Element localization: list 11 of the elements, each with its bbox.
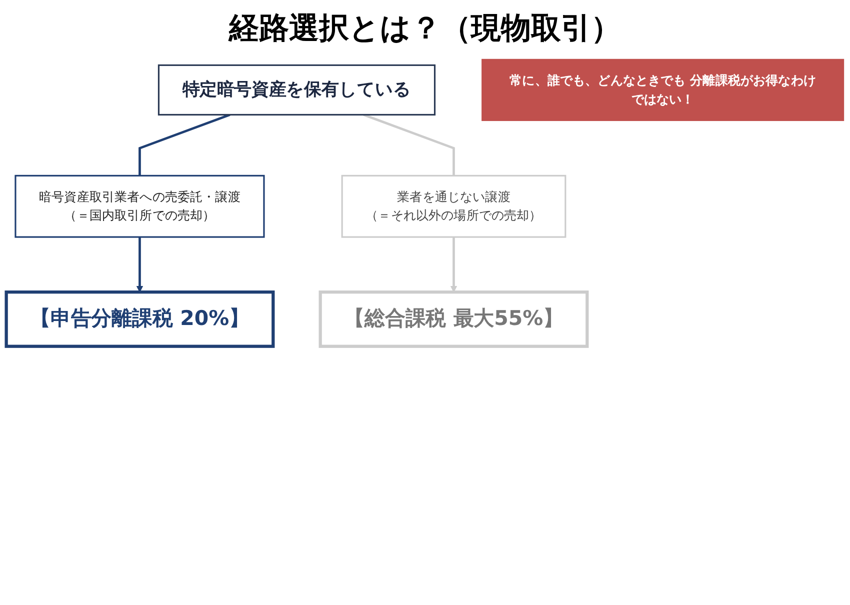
node-box: 特定暗号資産を保有している [158,64,436,116]
arrow [450,237,458,292]
node-box: 業者を通じない譲渡 （＝それ以外の場所での売却） [341,174,566,238]
node-box: 常に、誰でも、どんなときでも 分離課税がお得なわけではない！ [482,58,844,122]
connector [138,114,230,176]
arrow [136,237,144,292]
node-box: 暗号資産取引業者への売委託・譲渡 （＝国内取引所での売却） [14,174,265,238]
node-box: 【総合課税 最大55%】 [318,290,589,348]
diagram-title: 経路選択とは？（現物取引） [227,10,622,48]
connector [363,114,455,176]
node-box: 【申告分離課税 20%】 [4,290,275,348]
